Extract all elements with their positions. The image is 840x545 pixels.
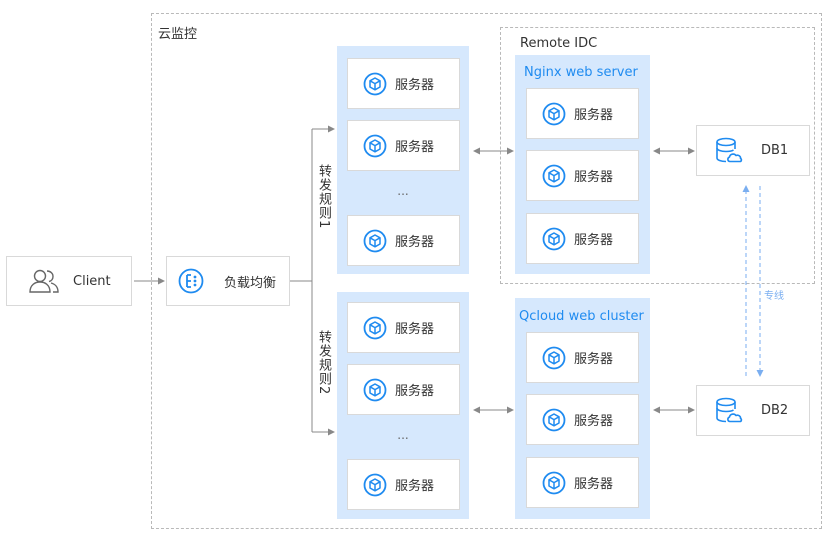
- server-label: 服务器: [574, 414, 614, 429]
- server-node[interactable]: 服务器: [347, 364, 460, 415]
- server-label: 服务器: [574, 477, 614, 492]
- server-label: 服务器: [395, 322, 435, 337]
- server-node[interactable]: 服务器: [347, 120, 460, 171]
- dedicated-line-label: 专线: [764, 291, 784, 302]
- server-icon: [542, 102, 566, 125]
- client-node[interactable]: Client: [6, 256, 132, 306]
- db1-node[interactable]: DB1: [696, 125, 810, 176]
- nginx-title: Nginx web server: [524, 65, 638, 80]
- cloud-monitor-region: [151, 13, 822, 529]
- server-node[interactable]: 服务器: [526, 150, 639, 201]
- server-label: 服务器: [395, 384, 435, 399]
- server-node[interactable]: 服务器: [347, 302, 460, 353]
- server-node[interactable]: 服务器: [526, 88, 639, 139]
- rule1-label: 转发规则1: [316, 164, 331, 230]
- server-label: 服务器: [395, 479, 435, 494]
- server-icon: [363, 378, 387, 401]
- server-node[interactable]: 服务器: [526, 457, 639, 508]
- server-node[interactable]: 服务器: [347, 459, 460, 510]
- database-cloud-icon: [716, 397, 743, 422]
- cloud-monitor-label: 云监控: [158, 27, 198, 42]
- database-cloud-icon: [716, 137, 743, 162]
- server-label: 服务器: [574, 170, 614, 185]
- server-icon: [542, 408, 566, 431]
- remote-idc-label: Remote IDC: [520, 36, 598, 51]
- server-node[interactable]: 服务器: [526, 213, 639, 264]
- server-icon: [363, 316, 387, 339]
- db2-node[interactable]: DB2: [696, 385, 810, 436]
- server-label: 服务器: [395, 78, 435, 93]
- server-icon: [363, 229, 387, 252]
- server-icon: [363, 473, 387, 496]
- db2-label: DB2: [761, 403, 789, 418]
- server-icon: [542, 227, 566, 250]
- server-label: 服务器: [574, 108, 614, 123]
- db1-label: DB1: [761, 143, 789, 158]
- load-balancer-label: 负载均衡: [224, 275, 277, 291]
- ellipsis: ...: [397, 428, 409, 442]
- server-icon: [363, 72, 387, 95]
- server-label: 服务器: [574, 352, 614, 367]
- remote-idc-region: [500, 27, 815, 284]
- server-node[interactable]: 服务器: [347, 58, 460, 109]
- server-label: 服务器: [395, 140, 435, 155]
- server-node[interactable]: 服务器: [347, 215, 460, 266]
- client-label: Client: [73, 273, 111, 289]
- server-icon: [542, 346, 566, 369]
- load-balancer-icon: [178, 268, 204, 294]
- server-node[interactable]: 服务器: [526, 394, 639, 445]
- server-label: 服务器: [574, 233, 614, 248]
- server-icon: [542, 471, 566, 494]
- server-icon: [542, 164, 566, 187]
- rule2-label: 转发规则2: [316, 330, 331, 396]
- server-label: 服务器: [395, 235, 435, 250]
- ellipsis: ...: [397, 184, 409, 198]
- users-icon: [29, 269, 59, 293]
- qcloud-title: Qcloud web cluster: [519, 309, 644, 324]
- load-balancer-node[interactable]: 负载均衡: [166, 256, 290, 306]
- server-icon: [363, 134, 387, 157]
- server-node[interactable]: 服务器: [526, 332, 639, 383]
